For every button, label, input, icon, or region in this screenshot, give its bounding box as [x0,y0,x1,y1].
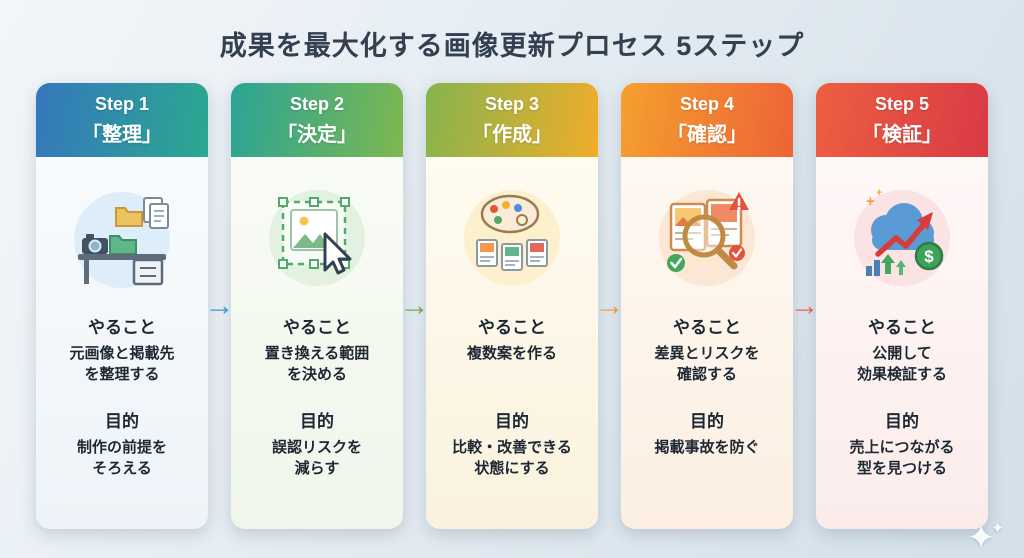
step-card-2: Step 2 「決定」 [231,83,403,529]
step-1-header: Step 1 「整理」 [36,83,208,157]
todo-label: やること [88,318,156,337]
todo-label: やること [283,318,351,337]
step-2-header: Step 2 「決定」 [231,83,403,157]
steps-row: Step 1 「整理」 [0,83,1024,529]
todo-label: やること [673,318,741,337]
arrow-right-icon: → [204,289,235,322]
step-5-todo: やること 公開して 効果検証する [816,313,988,399]
page-title: 成果を最大化する画像更新プロセス 5ステップ [219,31,805,61]
svg-text:+: + [866,193,875,210]
todo-text: 元画像と掲載先 を整理する [69,345,175,384]
step-1-title: 「整理」 [82,123,162,146]
step-1-purpose: 目的 制作の前提を そろえる [36,407,208,480]
purpose-text: 比較・改善できる 状態にする [452,439,572,478]
step-4-purpose: 目的 掲載事故を防ぐ [621,407,793,458]
step-3-todo: やること 複数案を作る [426,313,598,399]
purpose-label: 目的 [300,412,334,431]
selection-cursor-icon [269,190,365,286]
todo-text: 公開して 効果検証する [856,345,947,384]
purpose-text: 売上につながる 型を見つける [849,439,955,478]
sparkle-large-icon: ✦ [966,519,996,557]
sparkle-small-icon: ✦ [991,520,1004,537]
step-5-title: 「検証」 [862,123,942,146]
step-1-todo: やること 元画像と掲載先 を整理する [36,313,208,399]
purpose-text: 制作の前提を そろえる [76,439,167,478]
step-3-header: Step 3 「作成」 [426,83,598,157]
purpose-label: 目的 [690,412,724,431]
arrow-right-icon: → [399,289,430,322]
todo-label: やること [868,318,936,337]
todo-label: やること [478,318,546,337]
purpose-label: 目的 [885,412,919,431]
step-2-icon-area [231,167,403,309]
step-4-header: Step 4 「確認」 [621,83,793,157]
step-4-body: やること 差異とリスクを 確認する 目的 掲載事故を防ぐ [621,157,793,529]
growth-cloud-icon: $ + + [854,187,950,286]
step-1-body: やること 元画像と掲載先 を整理する 目的 制作の前提を そろえる [36,157,208,529]
palette-drafts-icon [464,190,560,286]
todo-text: 差異とリスクを 確認する [654,345,760,384]
step-4-todo: やること 差異とリスクを 確認する [621,313,793,399]
step-3-purpose: 目的 比較・改善できる 状態にする [426,407,598,480]
step-card-1: Step 1 「整理」 [36,83,208,529]
step-card-5: Step 5 「検証」 [816,83,988,529]
step-3-icon-area [426,167,598,309]
step-card-3: Step 3 「作成」 [426,83,598,529]
magnifier-review-icon [659,190,755,286]
step-5-icon-area: $ + + [816,167,988,309]
step-2-number: Step 2 [289,93,345,114]
purpose-label: 目的 [495,412,529,431]
step-2-title: 「決定」 [277,123,357,146]
step-4-title: 「確認」 [667,123,747,146]
step-1-icon-area [36,167,208,309]
step-2-body: やること 置き換える範囲 を決める 目的 誤認リスクを 減らす [231,157,403,529]
arrow-right-icon: → [789,289,820,322]
svg-text:$: $ [924,247,934,266]
step-3-title: 「作成」 [472,123,552,146]
step-4-number: Step 4 [679,93,735,114]
arrow-right-icon: → [594,289,625,322]
purpose-text: 掲載事故を防ぐ [654,439,760,456]
step-5-number: Step 5 [874,93,930,114]
step-5-purpose: 目的 売上につながる 型を見つける [816,407,988,480]
todo-text: 複数案を作る [466,345,557,362]
step-3-body: やること 複数案を作る 目的 比較・改善できる 状態にする [426,157,598,529]
step-1-number: Step 1 [94,93,150,114]
sparkle-icon: ✦✦ [967,518,1008,558]
workspace-organize-icon [74,192,170,288]
step-4-icon-area [621,167,793,309]
step-2-todo: やること 置き換える範囲 を決める [231,313,403,399]
svg-text:+: + [876,187,882,199]
step-2-purpose: 目的 誤認リスクを 減らす [231,407,403,480]
purpose-text: 誤認リスクを 減らす [271,439,362,478]
step-5-body: $ + + やること 公開して 効果検証する 目的 売上につながる 型を見つける [816,157,988,529]
step-3-number: Step 3 [484,93,540,114]
purpose-label: 目的 [105,412,139,431]
step-5-header: Step 5 「検証」 [816,83,988,157]
step-card-4: Step 4 「確認」 [621,83,793,529]
todo-text: 置き換える範囲 を決める [264,345,370,384]
